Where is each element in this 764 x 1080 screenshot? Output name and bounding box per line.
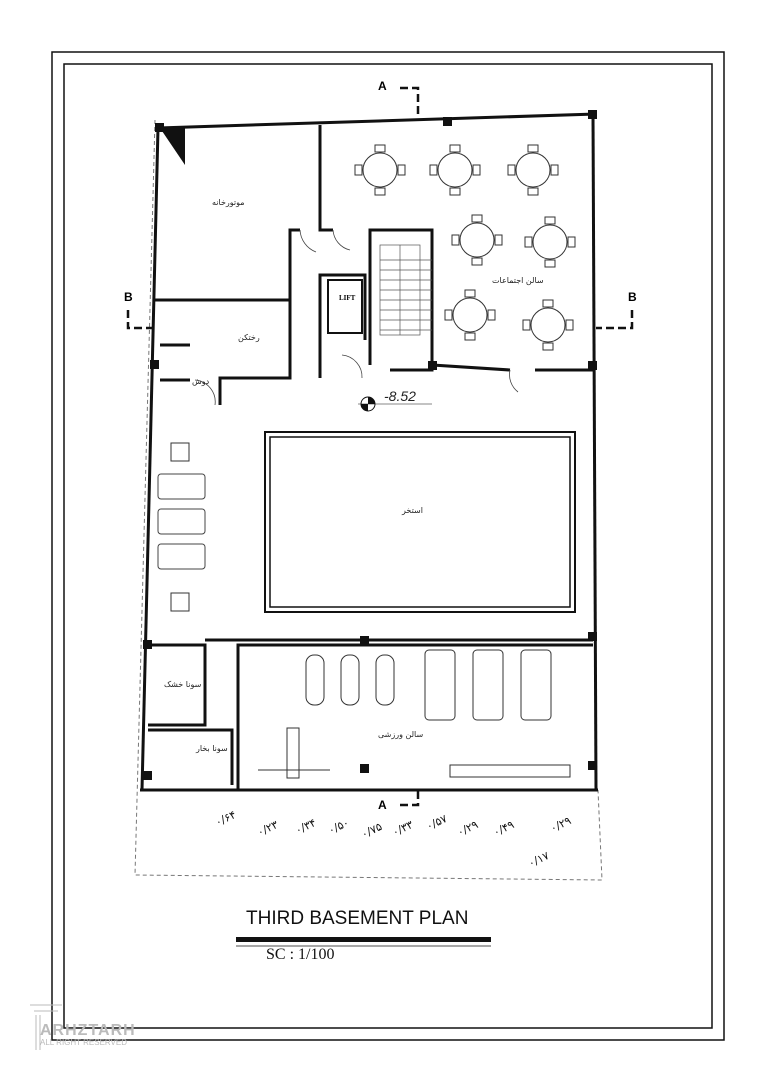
gym-equipment (258, 649, 571, 779)
round-tables (170, 144, 576, 612)
columns (143, 110, 597, 780)
pool (264, 431, 576, 613)
room-label-assembly-hall: سالن اجتماعات (492, 276, 544, 285)
outer-frame (51, 51, 725, 1041)
doors[interactable] (165, 215, 519, 406)
sun-loungers (157, 473, 206, 570)
room-label-shower: دوش (192, 377, 210, 386)
room-label-lift: LIFT (339, 294, 356, 302)
room-label-pool: استخر (402, 506, 423, 515)
room-label-dry-sauna: سونا خشک (164, 680, 202, 689)
room-label-locker-room: رختکن (238, 333, 260, 342)
elevation-marker-icon (358, 396, 432, 412)
elevation-value: -8.52 (384, 388, 416, 404)
room-label-motor-room: موتورخانه (212, 198, 245, 207)
section-marker-a-top: A (378, 79, 387, 93)
lift-shaft (327, 279, 363, 334)
section-marker-b-left: B (124, 290, 133, 304)
section-lines (126, 86, 634, 807)
room-label-steam-sauna: سونا بخار (196, 744, 228, 753)
drawing-scale: SC : 1/100 (266, 946, 335, 963)
staircase (379, 244, 432, 336)
watermark-brand: ARHZTARH (40, 1022, 136, 1039)
watermark-rights: ALL RIGHT RESERVED (40, 1038, 127, 1047)
walls (140, 112, 598, 792)
site-boundary (134, 119, 603, 881)
section-marker-b-right: B (628, 290, 637, 304)
section-marker-a-bottom: A (378, 798, 387, 812)
inner-frame (63, 63, 713, 1029)
watermark: ARHZTARH ALL RIGHT RESERVED (40, 1022, 136, 1047)
room-label-gym: سالن ورزشی (378, 730, 424, 739)
watermark-logo-icon (30, 1004, 62, 1050)
title-underline (236, 937, 491, 942)
drawing-title: THIRD BASEMENT PLAN (246, 908, 469, 929)
